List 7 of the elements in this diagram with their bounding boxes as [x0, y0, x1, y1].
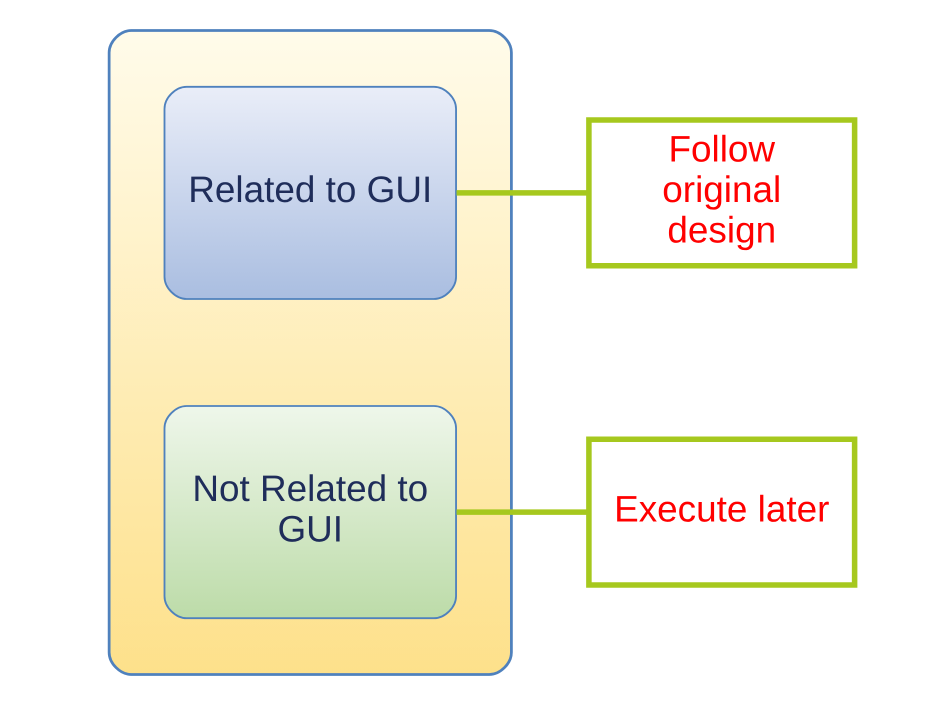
connector	[456, 190, 588, 196]
node-box: Not Related to GUI	[163, 405, 456, 620]
cluster	[107, 29, 512, 676]
connector	[456, 509, 588, 515]
node-box: Related to GUI	[163, 86, 456, 300]
node-box: Execute later	[586, 436, 857, 588]
node-box: Follow original design	[586, 117, 857, 269]
